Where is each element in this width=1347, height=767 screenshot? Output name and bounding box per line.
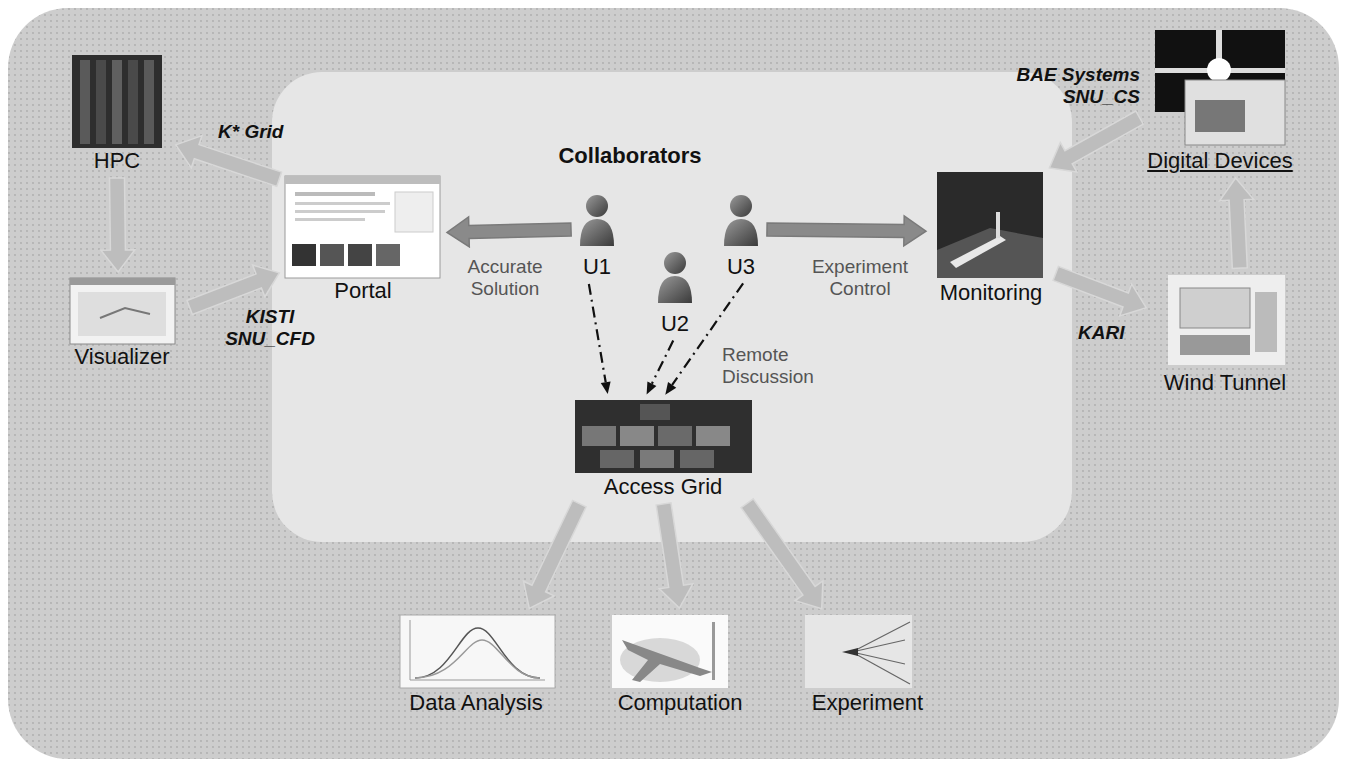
outer-panel (8, 8, 1339, 759)
portal-node: Portal (283, 174, 443, 304)
node-label: Wind Tunnel (1164, 370, 1286, 396)
hpc-node: HPC (62, 52, 172, 174)
group-heading: Collaborators (558, 143, 701, 169)
hpc-image (72, 55, 162, 148)
node-label: Visualizer (75, 344, 170, 370)
block-arrow (1053, 266, 1146, 316)
access-grid-node: Access Grid (572, 398, 754, 500)
edge-label: KISTI SNU_CFD (220, 306, 320, 350)
person-icon (724, 195, 758, 246)
monitoring-node: Monitoring (930, 170, 1052, 306)
visualizer-node: Visualizer (58, 276, 186, 370)
node-label: HPC (94, 148, 140, 174)
portal-image (285, 176, 440, 278)
person-icon (580, 195, 614, 246)
dashed-arrow (589, 284, 611, 394)
analysis-node: Data Analysis (390, 612, 562, 716)
node-label: Computation (618, 690, 743, 716)
computation-node: Computation (597, 612, 763, 716)
experiment-node: Experiment (795, 612, 940, 716)
block-arrow (767, 216, 926, 246)
computation-image (612, 615, 728, 688)
node-label: Experiment (812, 690, 923, 716)
block-arrow (101, 178, 135, 272)
user-node: U2 (652, 245, 698, 337)
wind-tunnel-node: Wind Tunnel (1150, 272, 1300, 396)
block-arrow (741, 499, 823, 609)
edge-label: KARI (1078, 322, 1138, 344)
visualizer-image (70, 278, 175, 344)
experiment-image (805, 615, 912, 688)
node-label: Access Grid (604, 474, 723, 500)
access-grid-image (575, 400, 752, 473)
node-label: U2 (661, 311, 689, 337)
node-label: U1 (583, 254, 611, 280)
edge-label: Remote Discussion (722, 344, 832, 388)
monitoring-image (937, 172, 1043, 278)
edge-label: Accurate Solution (455, 256, 555, 300)
block-arrow (176, 136, 282, 187)
user-node: U1 (575, 188, 619, 280)
device-node: Digital Devices (1143, 28, 1297, 174)
edge-label: BAE Systems SNU_CS (975, 64, 1140, 108)
node-label: Monitoring (940, 280, 1043, 306)
node-label: Data Analysis (409, 690, 542, 716)
block-arrow (1049, 111, 1143, 172)
person-icon (658, 252, 692, 303)
node-label: U3 (727, 254, 755, 280)
block-arrow (524, 500, 587, 608)
edge-label: K* Grid (218, 121, 308, 143)
block-arrow (656, 503, 693, 608)
data-analysis-image (400, 615, 555, 688)
user-node: U3 (719, 188, 763, 280)
node-label: Portal (334, 278, 391, 304)
node-label: Digital Devices (1147, 148, 1293, 174)
wind-tunnel-image (1168, 275, 1285, 365)
block-arrow (447, 217, 571, 247)
block-arrow (1220, 178, 1254, 268)
inner-panel (272, 72, 1072, 542)
edge-label: Experiment Control (800, 256, 920, 300)
digital-devices-image (1155, 30, 1285, 145)
